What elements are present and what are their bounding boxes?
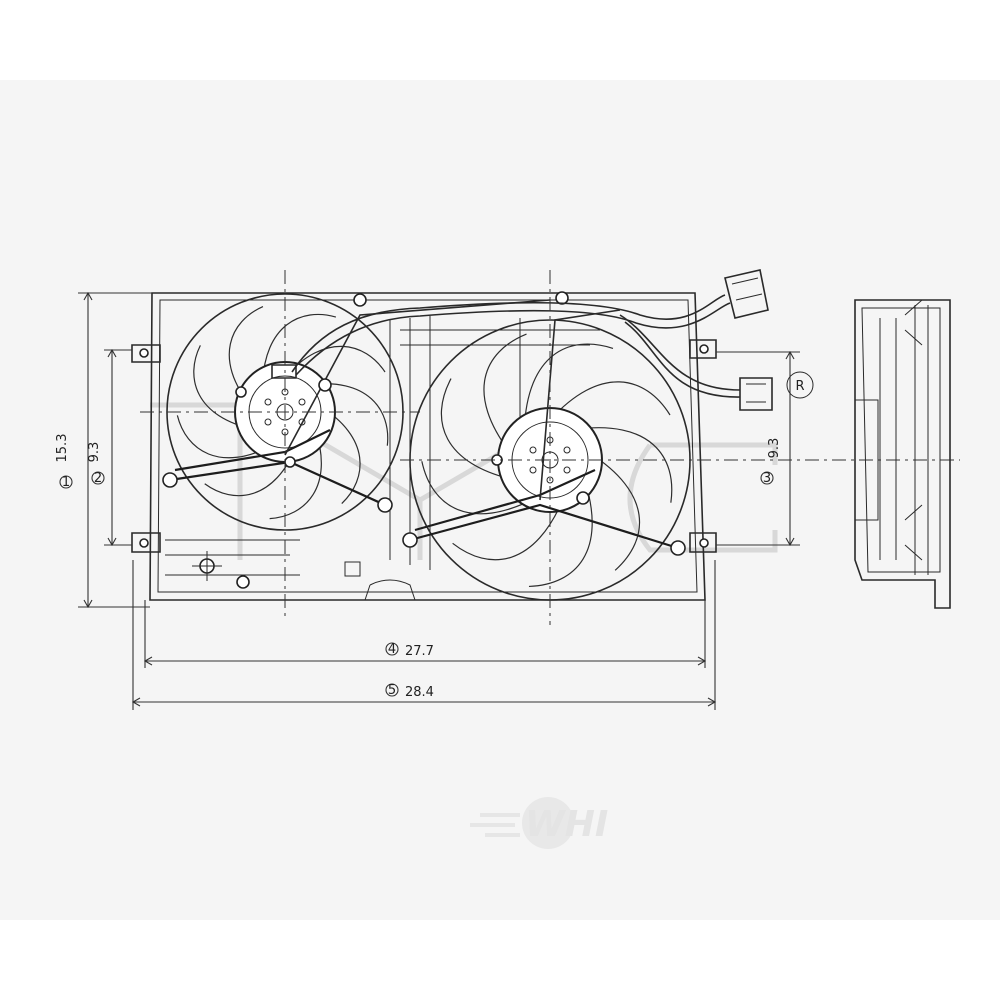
- connector-upper: [724, 269, 769, 319]
- side-view: [854, 299, 951, 609]
- dimension-3: 3 9.3: [760, 438, 782, 486]
- dimension-3-label: 9.3: [767, 438, 782, 459]
- registered-mark-text: R: [795, 379, 804, 394]
- center-lines: [140, 270, 960, 625]
- dimension-4-label: 27.7: [405, 644, 434, 659]
- dimension-3-id: 3: [763, 471, 771, 486]
- dimension-5-label: 28.4: [405, 685, 434, 700]
- shroud-frame: [131, 292, 717, 601]
- drawing-background: [0, 80, 1000, 920]
- dimension-1-id: 1: [62, 475, 70, 490]
- dimension-2-id: 2: [94, 471, 102, 486]
- connector-lower: [739, 377, 773, 411]
- dimension-4: 4 27.7: [385, 642, 434, 659]
- dimension-5-id: 5: [388, 683, 396, 698]
- dimensions: 1 15.3 2 9.3 3 9.3 4 27.7 5 28.4: [55, 291, 800, 710]
- watermark-logo: WHI: [470, 797, 608, 849]
- dimension-4-id: 4: [388, 642, 396, 657]
- dimension-2-label: 9.3: [87, 442, 102, 463]
- watermark-logo-text: WHI: [525, 804, 608, 845]
- dimension-1: 1 15.3: [55, 434, 73, 490]
- dimension-2: 2 9.3: [87, 442, 105, 486]
- wire-harness: [291, 269, 773, 411]
- registered-mark: R: [786, 371, 814, 399]
- dimension-5: 5 28.4: [385, 683, 434, 700]
- dimension-1-label: 15.3: [55, 434, 70, 463]
